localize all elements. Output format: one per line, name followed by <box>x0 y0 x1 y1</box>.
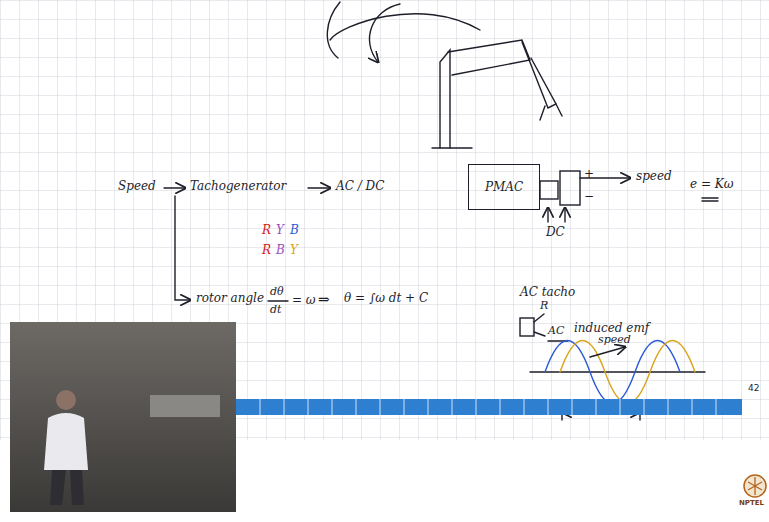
phase-letter: R <box>262 244 271 257</box>
equation: e = Kω <box>690 178 734 191</box>
equation: θ = ∫ω dt + C <box>344 292 428 305</box>
terminal-name: R <box>540 300 548 312</box>
equation-part: = ω <box>292 294 316 307</box>
polarity-sign: + <box>584 168 594 181</box>
phase-letter: B <box>276 244 285 257</box>
output-type: AC / DC <box>336 180 384 193</box>
output-type: DC <box>546 226 565 239</box>
output-type: AC <box>548 325 564 337</box>
component-name: Tachogenerator <box>190 180 286 193</box>
equation-part: dt <box>270 304 281 316</box>
page-number: 42 <box>748 384 759 394</box>
component-name: AC tacho <box>520 286 575 299</box>
polarity-sign: − <box>584 190 594 203</box>
phase-letter: Y <box>276 224 284 237</box>
signal-name: speed <box>636 170 672 183</box>
motor-box: PMAC <box>468 164 540 210</box>
node-text: PMAC <box>485 180 523 194</box>
implies-symbol: ⇒ <box>318 292 330 307</box>
equation-part: dθ <box>270 286 284 298</box>
phase-letter: R <box>262 224 271 237</box>
logo-text: NPTEL <box>739 500 764 508</box>
phase-letter: Y <box>290 244 298 257</box>
signal-name: speed <box>598 334 631 346</box>
phase-letter: B <box>290 224 299 237</box>
signal-name: Speed <box>118 180 156 193</box>
signal-name: rotor angle <box>196 292 264 305</box>
